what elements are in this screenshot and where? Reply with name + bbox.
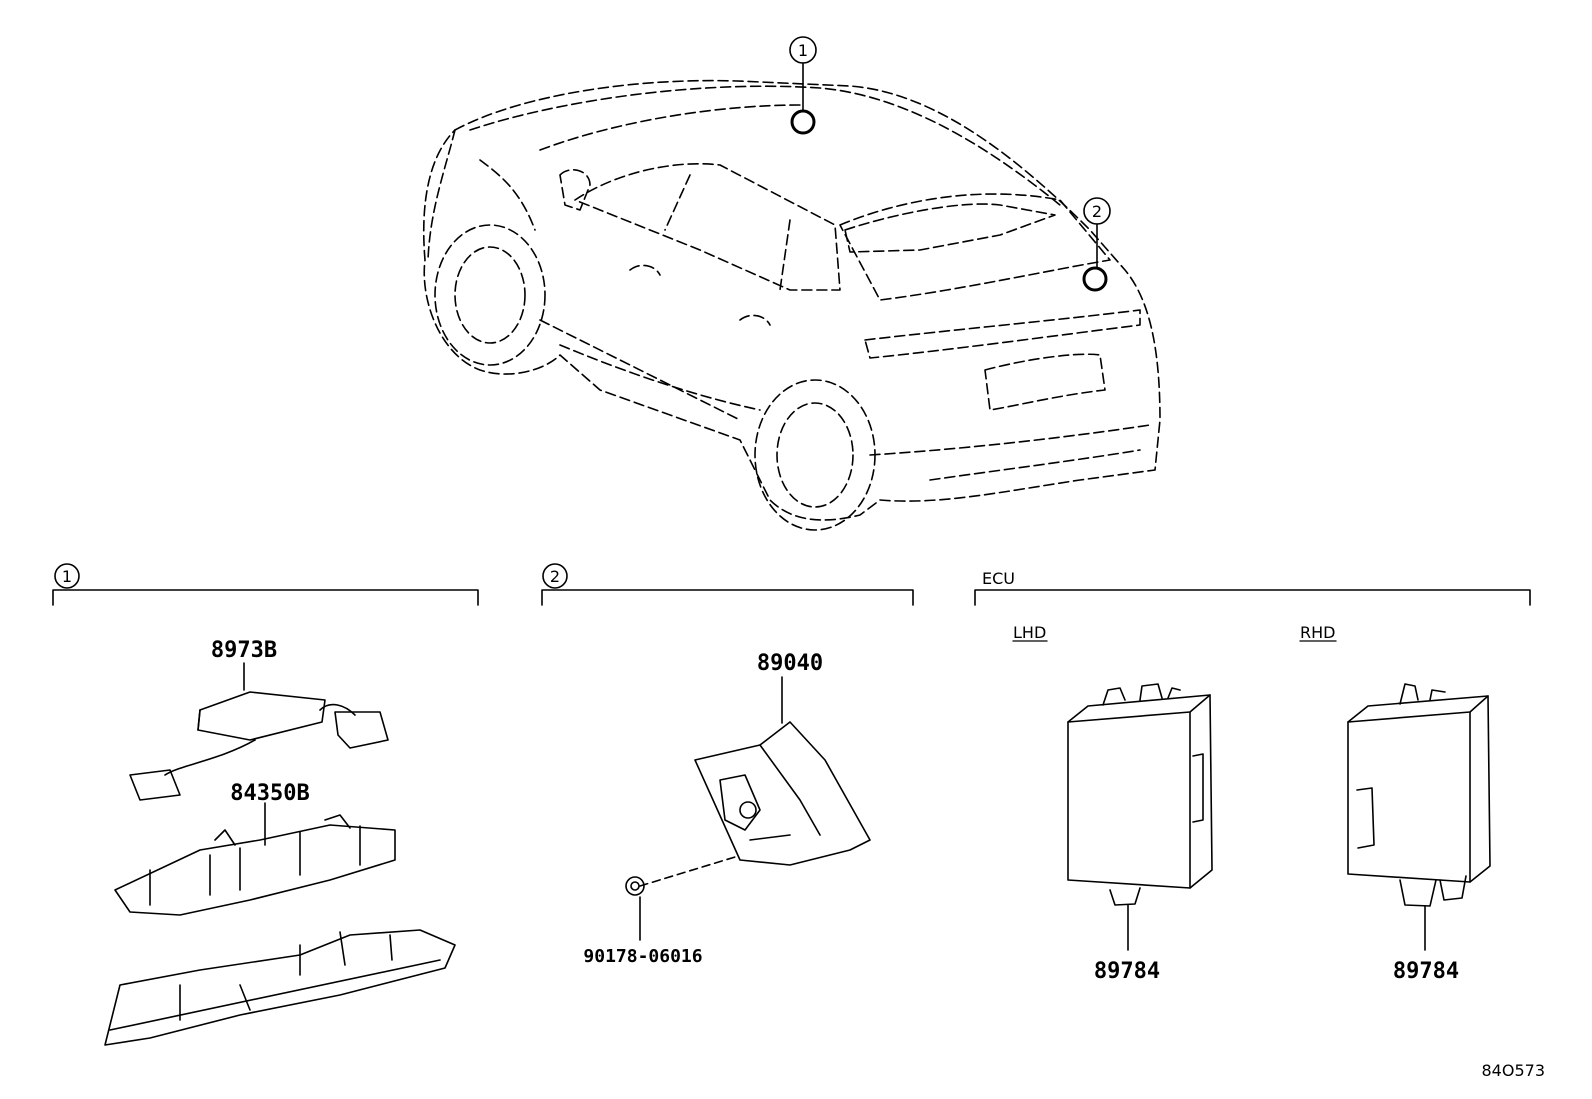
- sensor-89040-drawing: [694, 676, 871, 866]
- ecu-lhd-drawing: [1067, 683, 1213, 951]
- harness-8973B-drawing: [129, 662, 389, 801]
- part-number-89784-lhd[interactable]: 89784: [1094, 959, 1160, 984]
- part-number-89040[interactable]: 89040: [757, 651, 823, 676]
- part-number-90178-06016[interactable]: 90178-06016: [583, 946, 702, 967]
- diagram-reference: 84O573: [1482, 1061, 1546, 1080]
- ecu-rhd-label: RHD: [1300, 623, 1335, 642]
- section-ecu-label: ECU: [982, 569, 1015, 588]
- bracket-84350B-drawing: [114, 802, 396, 916]
- ecu-lhd-label: LHD: [1013, 623, 1046, 642]
- section-1-marker: 1: [62, 567, 72, 586]
- part-number-84350B[interactable]: 84350B: [230, 781, 309, 806]
- section-bracket-ecu: [974, 589, 1531, 642]
- clip-90178-drawing: [625, 856, 736, 941]
- vehicle-callout-2-label: 2: [1092, 202, 1102, 221]
- vehicle-callout-1-label: 1: [798, 41, 808, 60]
- cover-drawing: [104, 929, 456, 1046]
- vehicle-illustration: [422, 79, 1161, 531]
- section-bracket-1: [52, 563, 479, 606]
- section-bracket-2: [541, 563, 914, 606]
- ecu-rhd-drawing: [1347, 683, 1491, 951]
- part-number-8973B[interactable]: 8973B: [211, 638, 277, 663]
- vehicle-callout-1: [789, 36, 817, 135]
- vehicle-callout-2: [1082, 197, 1111, 292]
- part-number-89784-rhd[interactable]: 89784: [1393, 959, 1459, 984]
- section-2-marker: 2: [550, 567, 560, 586]
